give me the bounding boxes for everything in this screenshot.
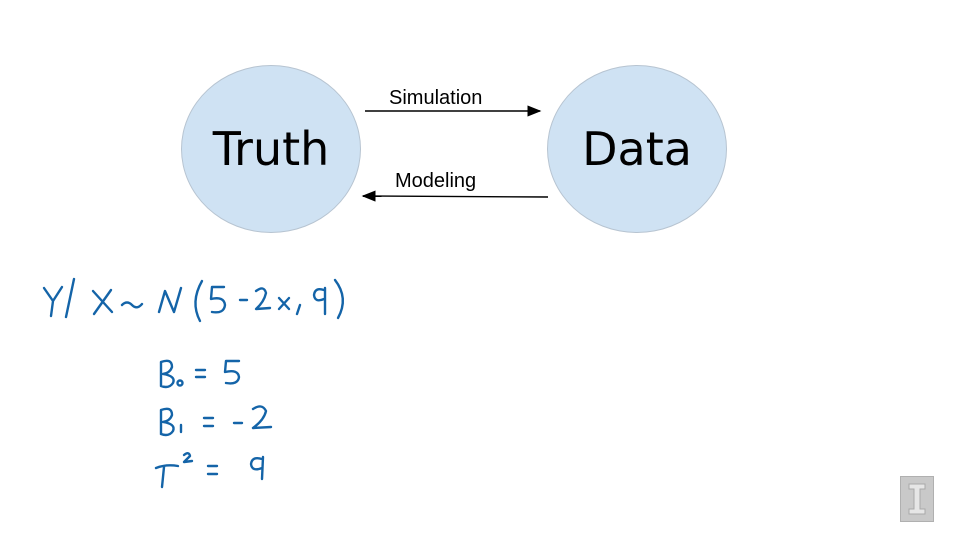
handwritten-sigma2 xyxy=(154,452,265,489)
handwritten-beta0 xyxy=(159,359,241,389)
block-i-glyph xyxy=(908,483,926,515)
handwritten-beta1 xyxy=(159,405,273,437)
data-node: Data xyxy=(547,65,727,233)
truth-label: Truth xyxy=(212,122,330,176)
modeling-label: Modeling xyxy=(395,170,477,192)
modeling-arrow xyxy=(361,190,549,202)
handwritten-model xyxy=(42,277,344,323)
truth-node: Truth xyxy=(181,65,361,233)
simulation-label: Simulation xyxy=(389,87,483,109)
data-label: Data xyxy=(582,122,692,176)
block-i-logo-icon xyxy=(900,476,934,522)
